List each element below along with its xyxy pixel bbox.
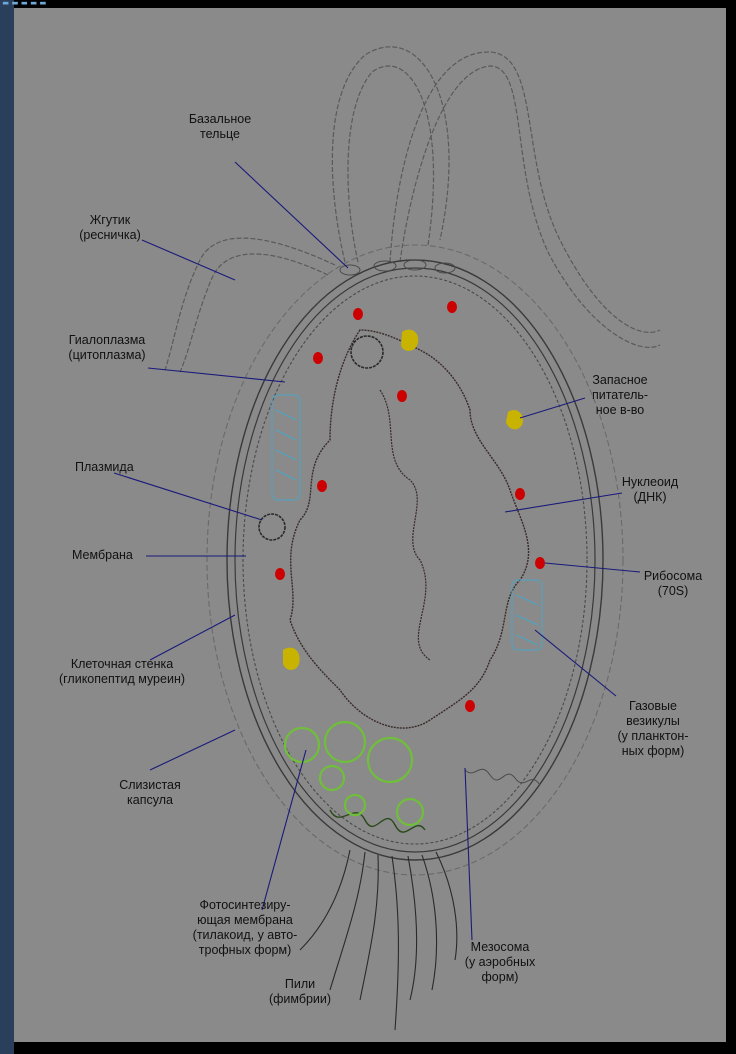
label-slime-capsule: Слизистая капсула [100, 778, 200, 808]
label-pili: Пили (фимбрии) [250, 977, 350, 1007]
label-hyaloplasm: Гиалоплазма (цитоплазма) [52, 333, 162, 363]
label-nucleoid: Нуклеоид (ДНК) [600, 475, 700, 505]
label-photosynthetic-membrane: Фотосинтезиру- ющая мембрана (тилакоид, … [170, 898, 320, 958]
label-flagellum: Жгутик (ресничка) [60, 213, 160, 243]
label-basal-body: Базальное тельце [160, 112, 280, 142]
label-plasmid: Плазмида [75, 460, 134, 475]
label-mesosome: Мезосома (у аэробных форм) [445, 940, 555, 985]
label-gas-vesicles: Газовые везикулы (у планктон- ных форм) [598, 699, 708, 759]
label-membrane: Мембрана [72, 548, 133, 563]
diagram-background [14, 8, 726, 1042]
header-fragment: ----- [2, 0, 49, 9]
left-bar [0, 0, 14, 1054]
label-ribosome: Рибосома (70S) [628, 569, 718, 599]
label-storage: Запасное питатель- ное в-во [575, 373, 665, 418]
label-cell-wall: Клеточная стенка (гликопептид муреин) [42, 657, 202, 687]
